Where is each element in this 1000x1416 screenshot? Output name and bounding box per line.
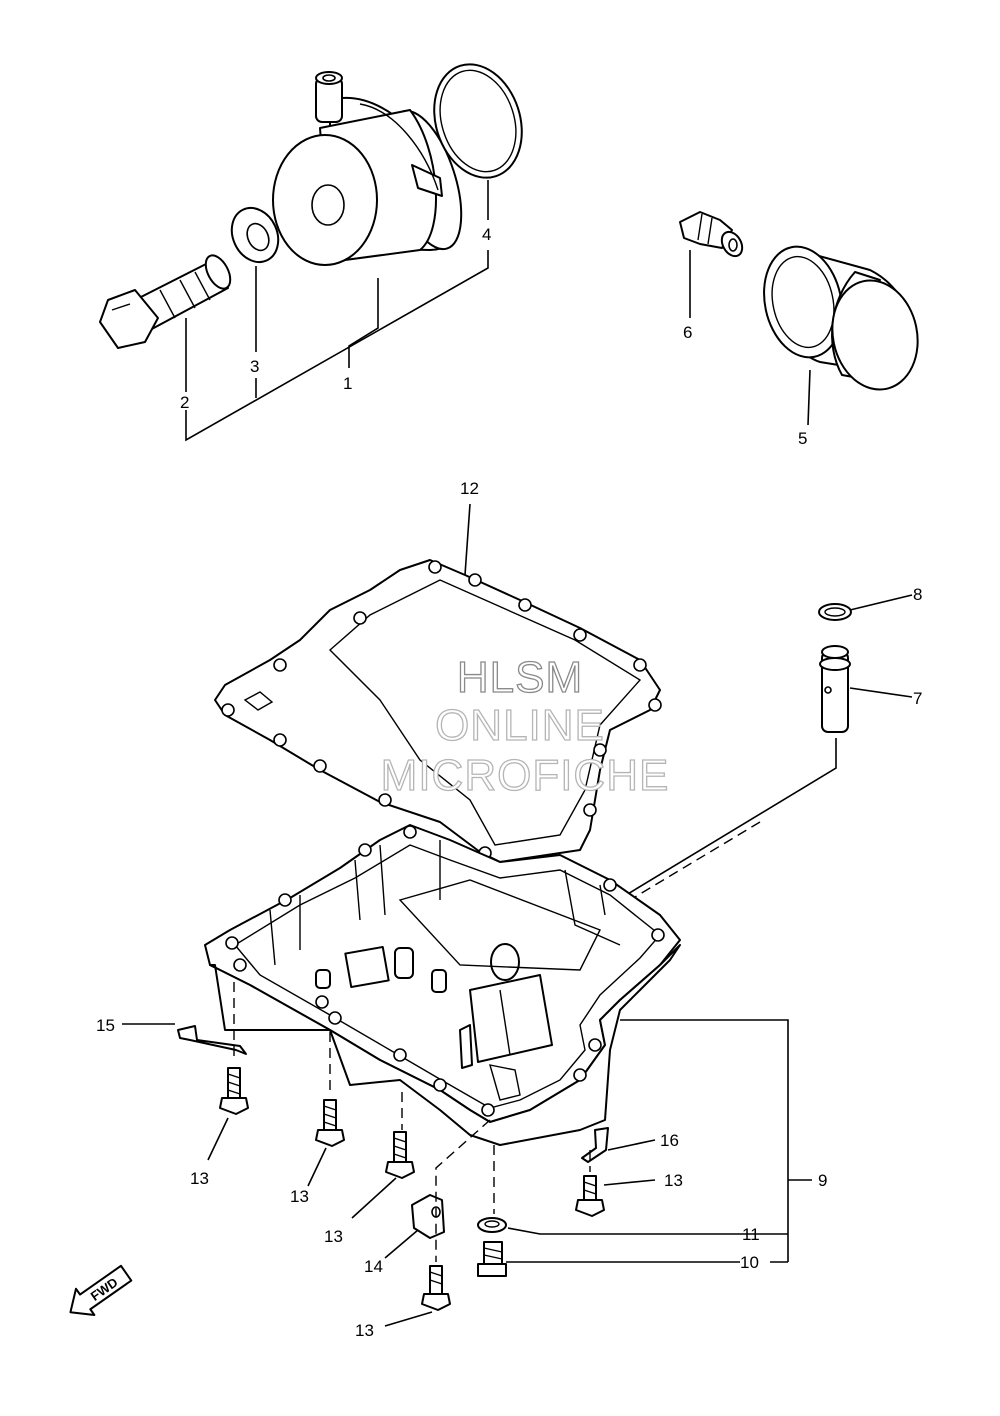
callout-12: 12	[460, 479, 479, 498]
o-ring-8	[818, 603, 852, 621]
callout-14: 14	[364, 1257, 383, 1276]
callout-15: 15	[96, 1016, 115, 1035]
callout-13-b: 13	[290, 1187, 309, 1206]
watermark-line-1: HLSM	[457, 653, 583, 702]
bracket-15	[177, 1025, 247, 1055]
callout-11: 11	[742, 1225, 760, 1244]
union-bolt-6	[679, 211, 744, 258]
oil-pan-9	[204, 824, 681, 1146]
drain-bolt-10	[477, 1241, 507, 1277]
callout-2: 2	[180, 393, 189, 412]
callout-13-a: 13	[190, 1169, 209, 1188]
fwd-arrow-icon: FWD	[69, 1264, 133, 1316]
watermark: HLSM ONLINE MICROFICHE	[380, 652, 670, 800]
callout-6: 6	[683, 323, 692, 342]
watermark-line-2: ONLINE	[435, 701, 605, 750]
callout-16: 16	[660, 1131, 679, 1150]
callout-13-e: 13	[355, 1321, 374, 1340]
bracket-16	[581, 1127, 609, 1163]
callout-4: 4	[482, 225, 491, 244]
bolt-13-e	[421, 1265, 451, 1311]
callout-13-d: 13	[664, 1171, 683, 1190]
callout-10: 10	[740, 1253, 759, 1272]
gasket-11	[477, 1217, 507, 1233]
callout-3: 3	[250, 357, 259, 376]
bolt-13-d	[575, 1175, 605, 1217]
union-bolt-2	[99, 254, 232, 349]
callout-leaders-pan	[122, 1023, 788, 1327]
callout-7: 7	[913, 689, 922, 708]
callout-1: 1	[343, 374, 352, 393]
bolt-13-a	[219, 1067, 249, 1115]
callout-13-c: 13	[324, 1227, 343, 1246]
callout-9: 9	[818, 1171, 827, 1190]
callout-8: 8	[913, 585, 922, 604]
bolt-13-b	[315, 1099, 345, 1147]
watermark-line-3: MICROFICHE	[381, 751, 670, 800]
o-ring-4	[433, 63, 523, 179]
oil-pan-gasket-12	[214, 559, 662, 863]
oil-strainer-7	[819, 645, 851, 733]
callout-leaders-cooler	[185, 180, 489, 442]
oil-filter-5	[763, 245, 919, 391]
bolt-13-c	[385, 1131, 415, 1179]
washer-3	[230, 206, 280, 264]
oil-cooler-assembly	[272, 71, 463, 266]
callout-5: 5	[798, 429, 807, 448]
